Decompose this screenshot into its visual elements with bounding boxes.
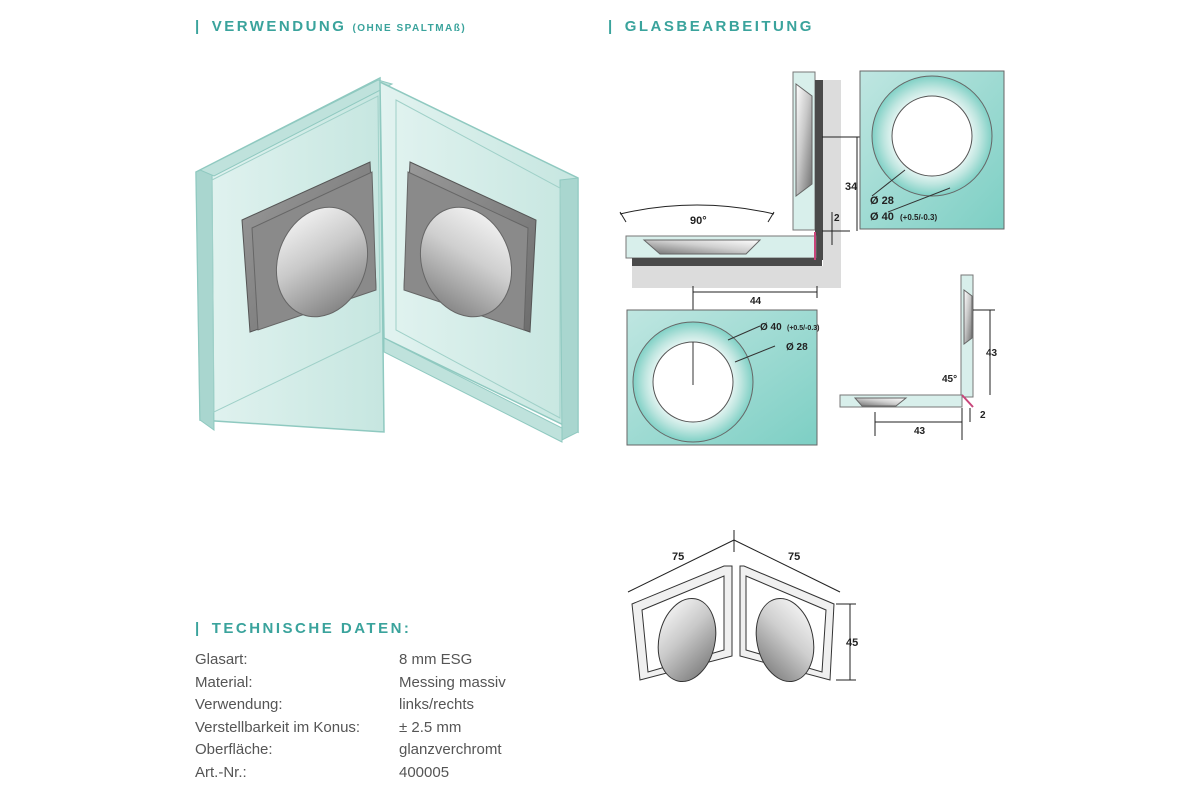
spec-row: Verwendung: links/rechts <box>195 696 615 719</box>
spec-label: Glasart: <box>195 651 248 668</box>
spec-row: Glasart: 8 mm ESG <box>195 651 615 674</box>
dia-40-label-b: Ø 40 <box>760 322 782 333</box>
spec-label: Art.-Nr.: <box>195 763 247 781</box>
spec-value: glanzverchromt <box>399 741 502 758</box>
tol-40-label: (+0.5/-0.3) <box>900 213 937 222</box>
dim-34-label: 34 <box>845 181 858 193</box>
dim-2b-label: 2 <box>980 410 986 421</box>
dim-75-left-label: 75 <box>672 551 684 563</box>
tech-specs-list: Glasart: 8 mm ESG Material: Messing massiv… <box>195 651 615 786</box>
iso-glass-corner-view <box>195 76 579 443</box>
angle-90-label: 90° <box>690 215 707 227</box>
glass-heading: | GLASBEARBEITUNG <box>608 18 814 35</box>
spec-value: 8 mm ESG <box>399 651 473 668</box>
heading-bar: | <box>195 620 202 637</box>
dim-44-label: 44 <box>750 296 762 307</box>
spec-value: 400005 <box>399 763 450 781</box>
spec-row: Oberfläche: glanzverchromt <box>195 741 615 764</box>
angle-45-label: 45° <box>942 374 957 385</box>
usage-heading: | VERWENDUNG (OHNE SPALTMAß) <box>195 18 466 35</box>
heading-bar: | <box>608 18 615 35</box>
spec-row: Art.-Nr.: 400005 <box>195 764 615 787</box>
dia-28-label-b: Ø 28 <box>786 342 808 353</box>
dim-43-v-label: 43 <box>986 348 998 359</box>
spec-label: Verwendung: <box>195 696 283 713</box>
spec-row: Verstellbarkeit im Konus: ± 2.5 mm <box>195 719 615 742</box>
spec-value: ± 2.5 mm <box>399 718 462 736</box>
spec-value: Messing massiv <box>399 673 506 691</box>
spec-label: Material: <box>195 673 253 691</box>
dia-28-label: Ø 28 <box>870 195 894 207</box>
spec-label: Verstellbarkeit im Konus: <box>195 718 361 736</box>
heading-bar: | <box>195 18 202 35</box>
usage-subtitle: (OHNE SPALTMAß) <box>352 23 467 34</box>
fitting-dimension-view: 75 75 45 <box>627 530 858 682</box>
dim-75-right-label: 75 <box>788 551 800 563</box>
section-45-view: 43 45° 43 2 <box>839 274 998 440</box>
spec-row: Material: Messing massiv <box>195 674 615 697</box>
spec-label: Oberfläche: <box>195 741 273 758</box>
dim-2-label: 2 <box>834 213 840 224</box>
dim-43-h-label: 43 <box>914 426 926 437</box>
tech-heading: | TECHNISCHE DATEN: <box>195 620 411 637</box>
tech-title: TECHNISCHE DATEN: <box>211 620 412 637</box>
glass-title: GLASBEARBEITUNG <box>624 18 814 35</box>
section-90-view: 90° 34 2 <box>619 71 935 288</box>
drill-pattern-top: Ø 28 Ø 40 (+0.5/-0.3) <box>859 70 1005 230</box>
drill-pattern-bottom: 44 Ø 40 (+0.5/-0.3) Ø 28 <box>626 286 820 446</box>
tol-40-label-b: (+0.5/-0.3) <box>787 325 820 332</box>
dim-45-label: 45 <box>846 637 858 649</box>
spec-value: links/rechts <box>399 696 475 713</box>
dia-40-label: Ø 40 <box>870 211 894 223</box>
usage-title: VERWENDUNG <box>211 18 347 35</box>
